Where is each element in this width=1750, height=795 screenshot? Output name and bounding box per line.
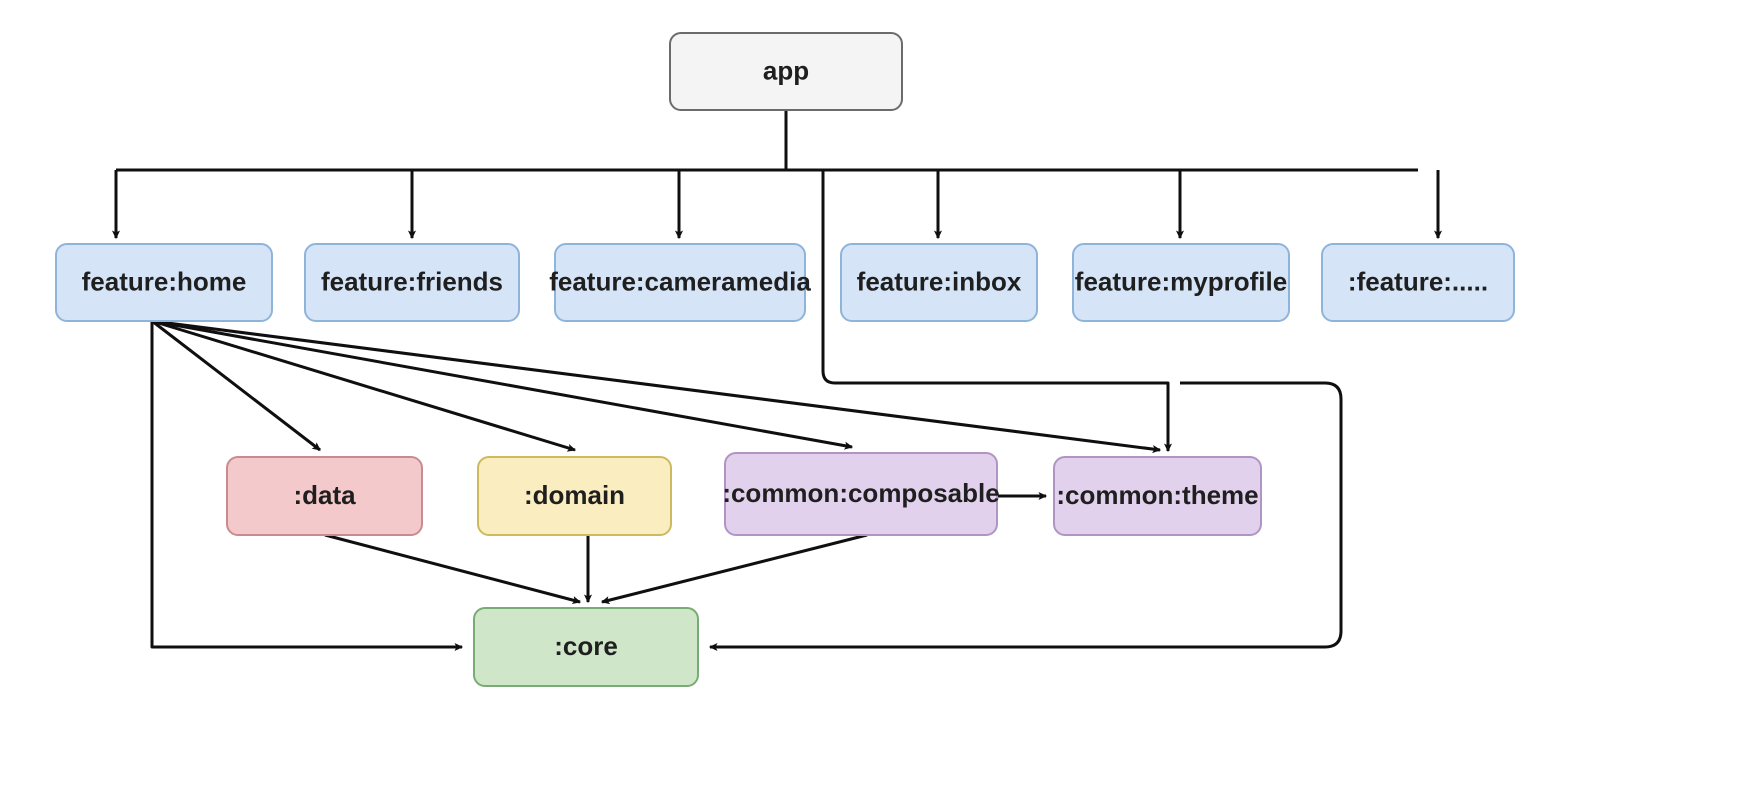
node-box-feature-cameramedia	[554, 243, 806, 322]
edge-layer	[111, 110, 1443, 652]
node-feature-etc[interactable]: :feature:.....	[1321, 243, 1515, 322]
node-box-feature-etc	[1321, 243, 1515, 322]
node-common-theme[interactable]: :common:theme	[1053, 456, 1262, 536]
edge-feature-home-to-common-composable	[151, 319, 854, 450]
edge-feature-home-to-common-theme	[151, 319, 1162, 454]
node-box-feature-myprofile	[1072, 243, 1290, 322]
node-feature-inbox[interactable]: feature:inbox	[840, 243, 1038, 322]
node-feature-home[interactable]: feature:home	[55, 243, 273, 322]
node-feature-myprofile[interactable]: feature:myprofile	[1072, 243, 1290, 322]
node-box-domain	[477, 456, 672, 536]
edge-feature-home-to-domain	[151, 319, 577, 452]
node-data[interactable]: :data	[226, 456, 423, 536]
node-feature-cameramedia[interactable]: feature:cameramedia	[549, 243, 811, 322]
node-box-common-composable	[724, 452, 998, 536]
edge-feature-home-to-core	[150, 321, 464, 652]
edge-app-to-core	[708, 381, 1343, 652]
node-domain[interactable]: :domain	[477, 456, 672, 536]
edge-app-to-common-theme	[821, 170, 1173, 453]
edge-common-composable-to-core	[600, 533, 868, 605]
node-core[interactable]: :core	[473, 607, 699, 687]
node-box-core	[473, 607, 699, 687]
node-box-common-theme	[1053, 456, 1262, 536]
node-box-data	[226, 456, 423, 536]
edge-data-to-core	[324, 533, 582, 605]
node-box-feature-friends	[304, 243, 520, 322]
node-box-app	[669, 32, 903, 111]
node-common-composable[interactable]: :common:composable	[722, 452, 1000, 536]
node-feature-friends[interactable]: feature:friends	[304, 243, 520, 322]
node-app[interactable]: app	[669, 32, 903, 111]
node-box-feature-home	[55, 243, 273, 322]
node-box-feature-inbox	[840, 243, 1038, 322]
edge-feature-home-to-data	[151, 319, 321, 452]
